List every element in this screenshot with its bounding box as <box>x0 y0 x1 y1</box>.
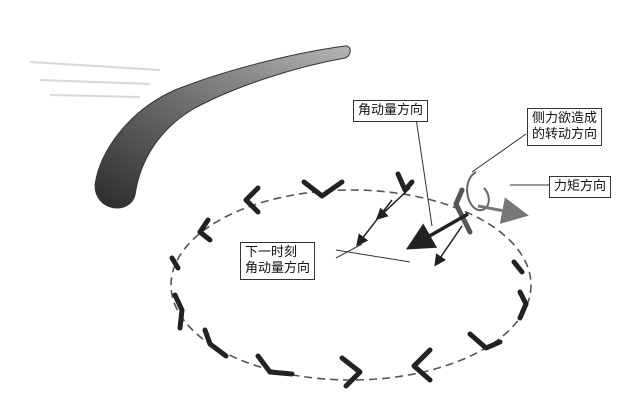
label-rotation-line2: 的转动方向 <box>532 127 598 142</box>
flight-path <box>170 189 532 381</box>
leader-lines <box>335 117 549 263</box>
rotation-arc <box>466 171 490 212</box>
momentum-arrows <box>356 187 469 267</box>
boomerang-markers <box>169 171 529 389</box>
motion-streaks <box>29 61 161 98</box>
current-boomerang <box>453 187 473 235</box>
label-angular-momentum: 角动量方向 <box>353 100 429 122</box>
label-rotation-line1: 侧力欲造成 <box>532 111 598 126</box>
label-next-line2: 角动量方向 <box>245 261 311 276</box>
torque-arrow <box>477 197 529 224</box>
label-rotation: 侧力欲造成 的转动方向 <box>527 108 603 146</box>
label-next-line1: 下一时刻 <box>245 245 298 260</box>
label-torque: 力矩方向 <box>549 176 612 198</box>
label-next-momentum: 下一时刻 角动量方向 <box>240 242 316 280</box>
boomerang-photo <box>94 45 351 209</box>
